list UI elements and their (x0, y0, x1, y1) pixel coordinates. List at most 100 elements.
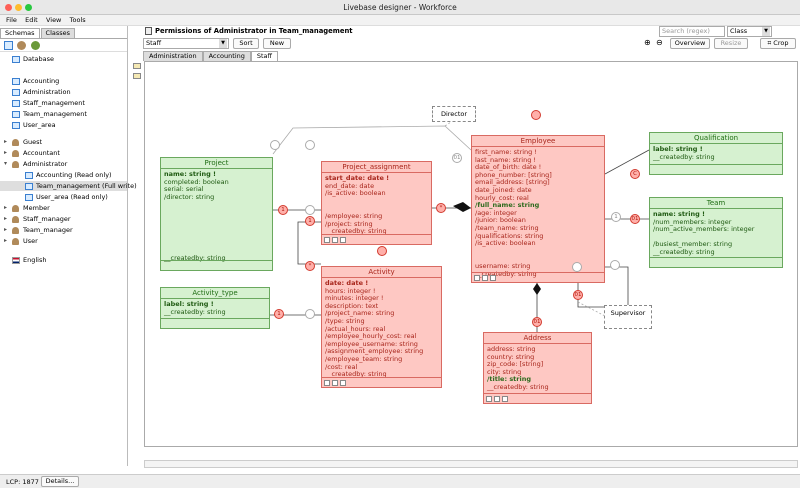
menu-tools[interactable]: Tools (69, 16, 86, 24)
details-button[interactable]: Details... (41, 476, 79, 487)
tree-item[interactable]: User_area (Read only) (0, 192, 127, 202)
class-field[interactable]: /actual_hours: real (325, 324, 386, 333)
class-field[interactable]: /director: string (164, 192, 215, 201)
delete-icon[interactable] (502, 396, 508, 402)
class-field[interactable]: city: string (487, 367, 522, 376)
class-field[interactable]: name: string ! (164, 170, 216, 178)
menu-file[interactable]: File (6, 16, 17, 24)
class-field[interactable]: end_date: date (325, 181, 375, 190)
class-field[interactable]: date: date ! (325, 279, 369, 287)
class-field[interactable]: country: string (487, 352, 535, 361)
search-input[interactable]: Search (regex) (659, 26, 725, 37)
edit-icon[interactable] (494, 396, 500, 402)
menu-view[interactable]: View (45, 16, 62, 24)
maximize-window-button[interactable] (25, 4, 32, 11)
chevron-down-icon[interactable]: ▾ (4, 160, 8, 167)
class-field[interactable] (475, 248, 601, 256)
chevron-right-icon[interactable]: ▸ (4, 237, 8, 244)
multiplicity-marker[interactable] (305, 205, 315, 215)
tree-item[interactable]: English (0, 255, 127, 265)
class-field[interactable]: /employee: string (325, 211, 383, 220)
note-icon[interactable] (133, 73, 141, 79)
class-field[interactable]: __createdby: string (164, 253, 226, 262)
class-field[interactable]: /busiest_member: string (653, 240, 733, 249)
chevron-right-icon[interactable]: ▸ (4, 149, 8, 156)
schema-select[interactable]: Staff▼ (143, 38, 229, 49)
multiplicity-marker[interactable]: 01 (573, 290, 583, 300)
chevron-right-icon[interactable]: ▸ (4, 226, 8, 233)
multiplicity-marker[interactable] (572, 262, 582, 272)
class-field[interactable] (164, 239, 269, 247)
tab-administration[interactable]: Administration (143, 51, 203, 61)
class-field[interactable]: address: string (487, 345, 536, 353)
class-field[interactable]: __createdby: string (325, 227, 387, 236)
class-field[interactable]: minutes: integer ! (325, 294, 384, 303)
tree-item[interactable]: Team_management (0, 109, 127, 119)
edit-icon[interactable] (332, 237, 338, 243)
class-field[interactable]: first_name: string ! (475, 148, 537, 156)
folder-icon[interactable] (133, 63, 141, 69)
multiplicity-marker[interactable]: * (436, 203, 446, 213)
horizontal-scrollbar[interactable] (144, 460, 798, 468)
delete-icon[interactable] (340, 380, 346, 386)
tree-item[interactable]: Staff_management (0, 98, 127, 108)
multiplicity-marker[interactable]: 1 (278, 205, 288, 215)
tree-item[interactable]: Accounting (0, 76, 127, 86)
class-field[interactable]: __createdby: string (475, 269, 537, 278)
class-field[interactable]: /employee_hourly_cost: real (325, 332, 417, 341)
class-field[interactable]: __createdby: string (325, 370, 387, 379)
class-field[interactable]: /project: string (325, 219, 373, 228)
class-field[interactable]: /team_name: string (475, 223, 539, 232)
tree-item[interactable]: ▸Accountant (0, 148, 127, 158)
tree-item[interactable]: ▸User (0, 236, 127, 246)
class-field[interactable]: completed: boolean (164, 177, 229, 186)
multiplicity-marker[interactable]: 01 (532, 317, 542, 327)
menu-edit[interactable]: Edit (25, 16, 38, 24)
class-field[interactable]: /assignment_employee: string (325, 347, 424, 356)
add-schema-icon[interactable] (4, 41, 13, 50)
tab-schemas[interactable]: Schemas (0, 28, 40, 38)
class-field[interactable]: /junior: boolean (475, 216, 526, 225)
tree-item[interactable]: Administration (0, 87, 127, 97)
tree-item[interactable]: ▾Administrator (0, 159, 127, 169)
tree-item[interactable]: ▸Guest (0, 137, 127, 147)
zoom-in-icon[interactable]: ⊕ (644, 38, 651, 47)
class-field[interactable] (164, 209, 269, 217)
class-field[interactable]: /num_active_members: integer (653, 225, 755, 234)
class-field[interactable] (164, 224, 269, 232)
class-field[interactable]: /is_active: boolean (475, 239, 536, 248)
class-field[interactable]: hours: integer ! (325, 286, 376, 295)
delete-icon[interactable] (490, 275, 496, 281)
overview-button[interactable]: Overview (670, 38, 710, 49)
multiplicity-marker[interactable] (305, 140, 315, 150)
class-field[interactable]: email_address: [string] (475, 178, 550, 187)
class-field[interactable]: date_of_birth: date ! (475, 163, 542, 172)
class-field[interactable] (325, 198, 428, 206)
class-field[interactable]: /employee_team: string (325, 354, 403, 363)
add-icon[interactable] (324, 237, 330, 243)
resize-button[interactable]: Resize (714, 38, 748, 49)
class-field[interactable]: hourly_cost: real (475, 193, 529, 202)
class-field[interactable] (164, 232, 269, 240)
class-field[interactable]: __createdby: string (487, 382, 549, 391)
close-window-button[interactable] (5, 4, 12, 11)
multiplicity-marker[interactable] (610, 260, 620, 270)
chevron-right-icon[interactable]: ▸ (4, 138, 8, 145)
delete-icon[interactable] (340, 237, 346, 243)
add-language-icon[interactable] (31, 41, 40, 50)
class-field[interactable]: zip_code: [string] (487, 360, 544, 369)
sort-button[interactable]: Sort (233, 38, 259, 49)
class-field[interactable]: __createdby: string (653, 247, 715, 256)
class-field[interactable]: label: string ! (164, 300, 214, 308)
tree-item[interactable]: ▸Member (0, 203, 127, 213)
tree-item[interactable]: ▸Staff_manager (0, 214, 127, 224)
class-field[interactable]: date_joined: date (475, 185, 532, 194)
class-field[interactable]: last_name: string ! (475, 155, 536, 164)
class-field[interactable]: /project_name: string (325, 309, 395, 318)
